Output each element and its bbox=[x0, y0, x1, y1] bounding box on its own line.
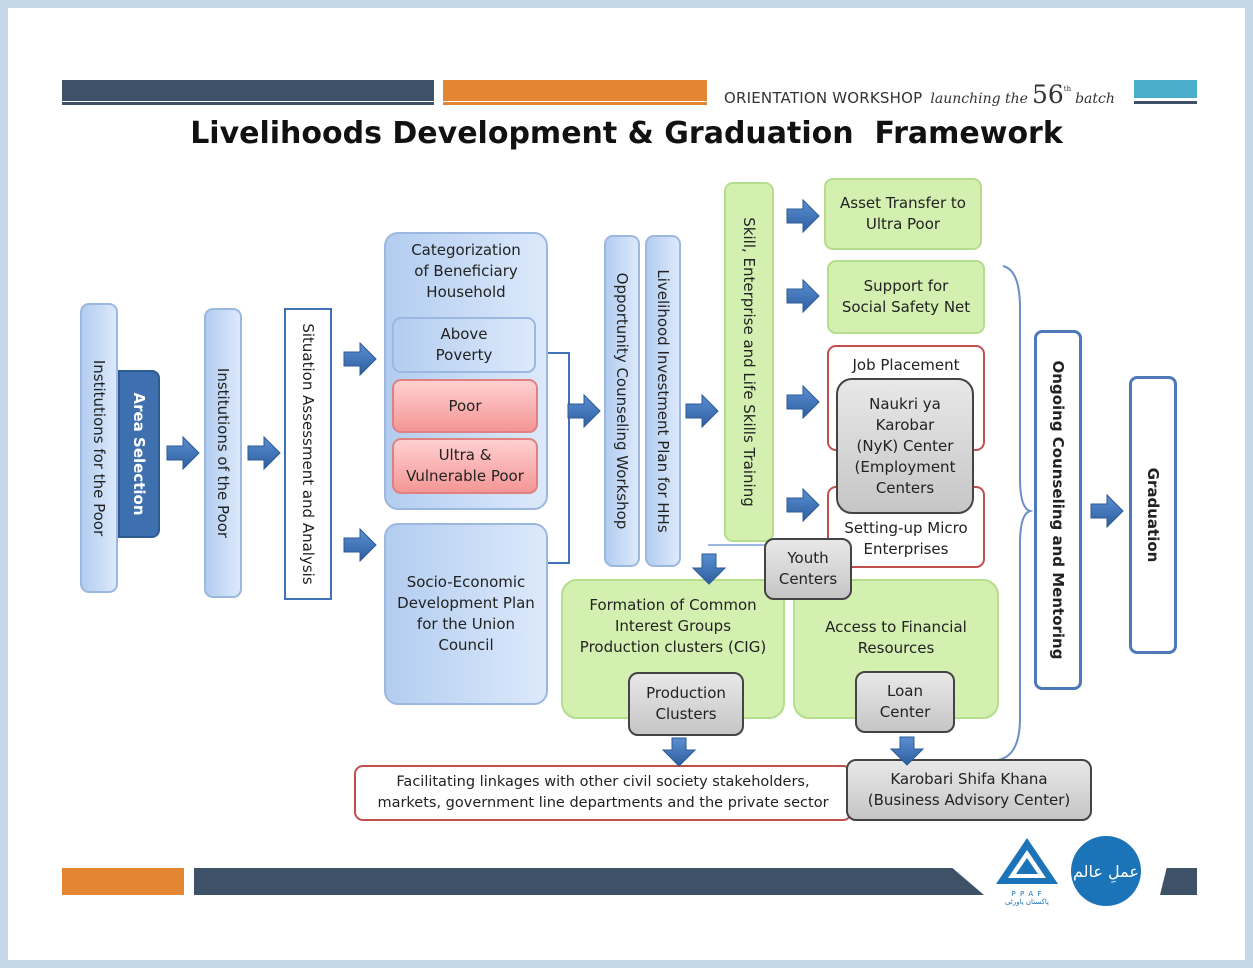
situation-assessment-box: Situation Assessment and Analysis bbox=[284, 308, 332, 600]
ultra-poor-box: Ultra & Vulnerable Poor bbox=[392, 438, 538, 494]
social-safety-box: Support for Social Safety Net bbox=[827, 260, 985, 334]
arrow-right-icon bbox=[567, 393, 601, 429]
ppaf-logo-urdu: پاکستان پاورٹی bbox=[1005, 898, 1049, 906]
launching-label: launching the bbox=[930, 91, 1028, 107]
asset-transfer-box: Asset Transfer to Ultra Poor bbox=[824, 178, 982, 250]
arrow-down-icon bbox=[661, 737, 697, 767]
arrow-right-icon bbox=[786, 198, 820, 234]
page-title: Livelihoods Development & Graduation Fra… bbox=[190, 116, 1063, 151]
cig-label: Formation of Common Interest Groups Prod… bbox=[579, 596, 767, 656]
arrow-right-icon bbox=[786, 384, 820, 420]
arrow-right-icon bbox=[343, 527, 377, 563]
header-bar-orange-thin bbox=[443, 102, 707, 105]
livelihood-plan-box: Livelihood Investment Plan for HHs bbox=[645, 235, 681, 567]
arrow-right-icon bbox=[166, 435, 200, 471]
batch-superscript: th bbox=[1063, 85, 1072, 93]
institutions-of-poor-box: Institutions of the Poor bbox=[204, 308, 242, 598]
job-placement-label: Job Placement bbox=[852, 356, 960, 374]
header-bar-dark-thin bbox=[62, 102, 434, 105]
socio-economic-box: Socio-Economic Development Plan for the … bbox=[384, 523, 548, 705]
slide: ORIENTATION WORKSHOP launching the 56 th… bbox=[8, 8, 1245, 960]
nyk-center-box: Naukri ya Karobar (NyK) Center (Employme… bbox=[836, 378, 974, 514]
graduation-box: Graduation bbox=[1129, 376, 1177, 654]
production-clusters-box: Production Clusters bbox=[628, 672, 744, 736]
bracket-category-connector bbox=[538, 352, 570, 564]
header-bar-dark bbox=[62, 80, 434, 101]
ppaf-triangle-icon bbox=[996, 838, 1058, 884]
ppaf-logo-text: P P A F bbox=[1011, 890, 1043, 898]
header-workshop-text: ORIENTATION WORKSHOP launching the 56 th… bbox=[724, 80, 1132, 109]
header-bar-orange bbox=[443, 80, 707, 101]
arrow-right-icon bbox=[343, 341, 377, 377]
karobari-box: Karobari Shifa Khana (Business Advisory … bbox=[846, 759, 1092, 821]
youth-centers-box: Youth Centers bbox=[764, 538, 852, 600]
arrow-right-icon bbox=[685, 393, 719, 429]
above-poverty-box: Above Poverty bbox=[392, 317, 536, 373]
micro-enterprises-label: Setting-up Micro Enterprises bbox=[844, 519, 968, 558]
batch-number: 56 bbox=[1031, 80, 1064, 109]
skill-training-box: Skill, Enterprise and Life Skills Traini… bbox=[724, 182, 774, 542]
workshop-label: ORIENTATION WORKSHOP bbox=[724, 89, 923, 107]
right-brace bbox=[997, 265, 1034, 761]
footer-bar-dark bbox=[194, 868, 984, 895]
arrow-right-icon bbox=[786, 278, 820, 314]
header-bar-teal bbox=[1134, 80, 1197, 98]
arrow-right-icon bbox=[1090, 493, 1124, 529]
linkages-box: Facilitating linkages with other civil s… bbox=[354, 765, 852, 821]
arrow-down-icon bbox=[691, 553, 727, 585]
arrow-right-icon bbox=[247, 435, 281, 471]
footer-bar-dark-right bbox=[1160, 868, 1197, 895]
seal-logo-text: عملِ عالم bbox=[1073, 861, 1139, 881]
financial-access-label: Access to Financial Resources bbox=[825, 618, 967, 657]
loan-center-box: Loan Center bbox=[855, 671, 955, 733]
arrow-right-icon bbox=[786, 487, 820, 523]
opportunity-counseling-box: Opportunity Counseling Workshop bbox=[604, 235, 640, 567]
counseling-box: Ongoing Counseling and Mentoring bbox=[1034, 330, 1082, 690]
header-bar-teal-thin bbox=[1134, 101, 1197, 104]
arrow-down-icon bbox=[889, 736, 925, 766]
arrows-layer bbox=[166, 198, 1124, 767]
area-selection-box: Area Selection bbox=[118, 370, 160, 538]
institutions-for-poor-box: Institutions for the Poor bbox=[80, 303, 118, 593]
batch-label: batch bbox=[1075, 91, 1115, 107]
poor-box: Poor bbox=[392, 379, 538, 433]
ppaf-logo: P P A F پاکستان پاورٹی bbox=[994, 836, 1060, 906]
seal-logo: عملِ عالم bbox=[1071, 836, 1141, 906]
categorization-label: Categorization of Beneficiary Household bbox=[411, 241, 521, 301]
footer-bar-orange bbox=[62, 868, 184, 895]
